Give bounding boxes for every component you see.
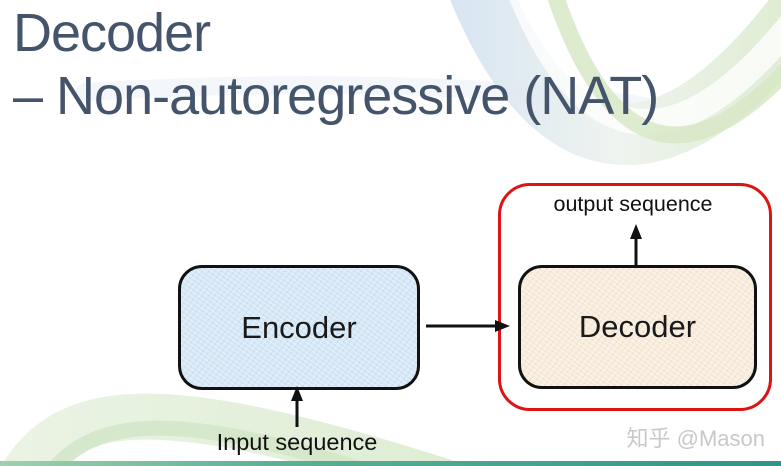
input-arrow-up-icon: [291, 386, 303, 427]
title-line-1: Decoder: [13, 3, 211, 63]
nat-highlight-outline: [498, 183, 772, 411]
slide-title: Decoder – Non-autoregressive (NAT): [13, 2, 753, 128]
decoder-label: Decoder: [578, 309, 697, 344]
output-sequence-label: output sequence: [553, 192, 713, 216]
decoder-box: Decoder: [518, 265, 757, 389]
encoder-box: Encoder: [178, 265, 420, 390]
encoder-label: Encoder: [241, 309, 357, 345]
bottom-accent-bar: [0, 461, 781, 466]
title-line-2: – Non-autoregressive (NAT): [13, 66, 659, 127]
encoder-to-decoder-arrow-icon: [426, 320, 510, 332]
input-sequence-label: Input sequence: [216, 429, 378, 455]
output-arrow-up-icon: [630, 224, 642, 268]
watermark: 知乎 @Mason: [626, 426, 765, 451]
